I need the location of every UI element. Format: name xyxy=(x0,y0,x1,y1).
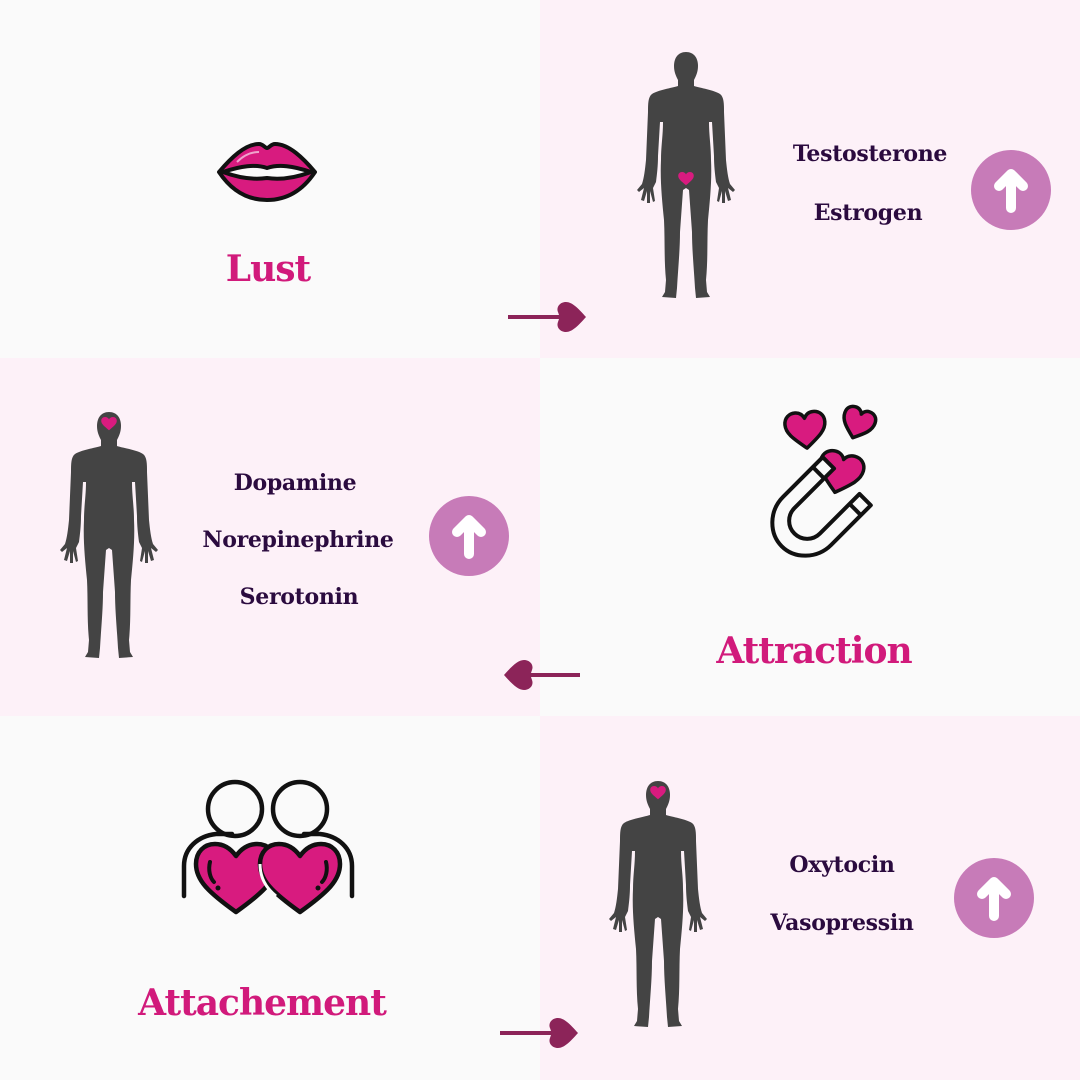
hormone-testosterone: Testosterone xyxy=(792,141,948,167)
hormone-estrogen: Estrogen xyxy=(813,200,923,226)
hormone-vasopressin: Vasopressin xyxy=(770,910,914,936)
body-silhouette-icon xyxy=(59,410,159,660)
head-heart-icon xyxy=(650,786,666,800)
flow-arrow-left xyxy=(504,660,580,690)
attraction-label-panel: Attraction xyxy=(540,358,1080,716)
stage-title-lust: Lust xyxy=(225,248,311,290)
lust-label-panel: Lust xyxy=(0,0,540,358)
attachement-hormones-panel: Oxytocin Vasopressin xyxy=(540,716,1080,1080)
increase-badge xyxy=(429,496,509,576)
up-arrow-icon xyxy=(429,496,509,576)
up-arrow-icon xyxy=(954,858,1034,938)
hormone-norepinephrine: Norepinephrine xyxy=(202,527,394,553)
flow-arrow-right xyxy=(500,1018,578,1048)
stage-title-attraction: Attraction xyxy=(716,630,912,672)
increase-badge xyxy=(971,150,1051,230)
up-arrow-icon xyxy=(971,150,1051,230)
body-silhouette-icon xyxy=(608,778,708,1030)
increase-badge xyxy=(954,858,1034,938)
attraction-hormones-panel: Dopamine Norepinephrine Serotonin xyxy=(0,358,540,716)
attachement-label-panel: Attachement xyxy=(0,716,540,1080)
couple-hearts-icon xyxy=(181,779,355,915)
magnet-hearts-icon xyxy=(770,404,878,558)
lust-hormones-panel: Testosterone Estrogen xyxy=(540,0,1080,358)
pelvis-heart-icon xyxy=(678,172,694,186)
flow-arrow-right xyxy=(508,302,586,332)
stage-title-attachement: Attachement xyxy=(138,982,387,1024)
hormone-serotonin: Serotonin xyxy=(239,584,359,610)
hormone-oxytocin: Oxytocin xyxy=(789,852,895,878)
lips-icon xyxy=(217,142,317,202)
hormone-dopamine: Dopamine xyxy=(233,470,357,496)
head-heart-icon xyxy=(101,417,117,431)
